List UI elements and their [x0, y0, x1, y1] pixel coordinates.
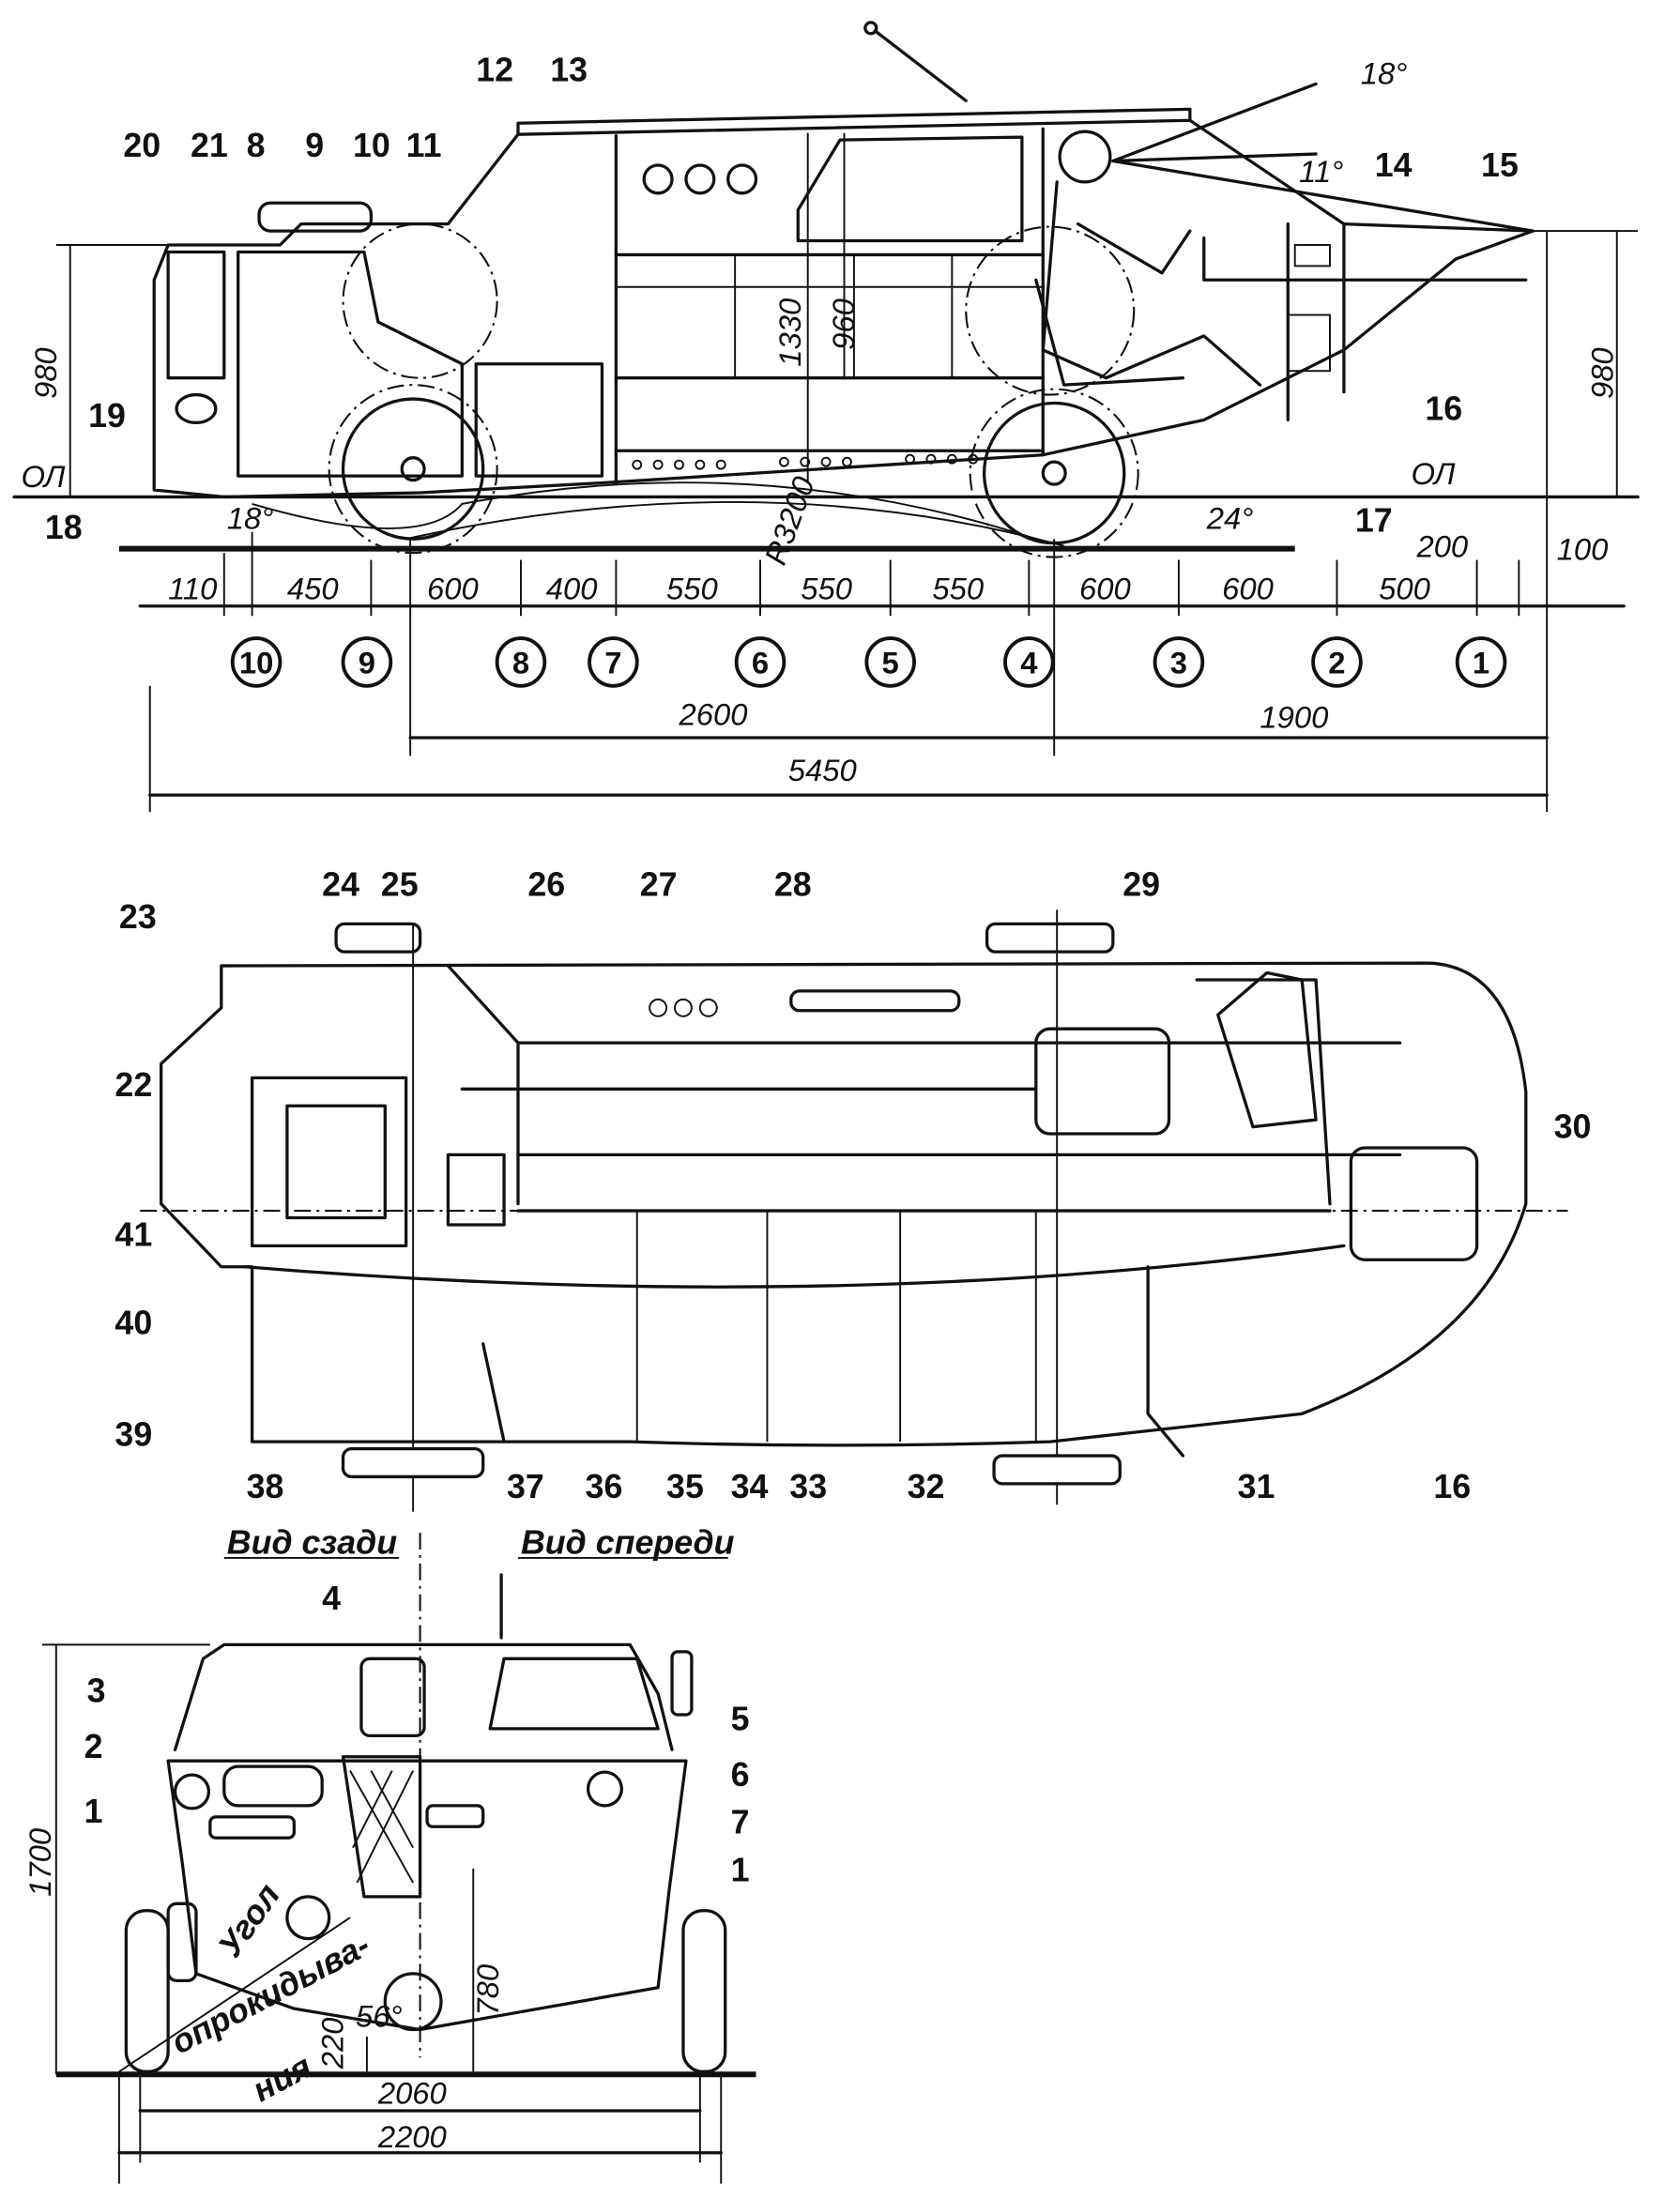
overall-width-dim: 2200: [377, 2119, 447, 2154]
tip-angle: 56°: [356, 1999, 403, 2034]
callout-38: 38: [247, 1468, 284, 1505]
callout-30: 30: [1554, 1108, 1592, 1146]
angle-windshield-mid: 11°: [1299, 154, 1343, 189]
callout-rear-3: 3: [87, 1672, 106, 1710]
callout-16: 16: [1425, 389, 1462, 427]
spacing-600: 600: [1222, 571, 1274, 605]
frame-numbers: 10 9 8 7 6 5 4 3 2 1 2600 1900 5450: [230, 636, 1507, 787]
frame-9: 9: [359, 645, 375, 680]
frame-2: 2: [1328, 645, 1345, 680]
tip-label-3: ния: [247, 2048, 318, 2110]
top-view-callouts: 23 24 25 26 27 28 29 22 41 40 39 30 38 3…: [115, 866, 1591, 1505]
height-right: 980: [1584, 347, 1619, 399]
callout-rear-2: 2: [84, 1728, 103, 1765]
offset-200: 200: [1415, 529, 1468, 564]
top-view: [140, 909, 1568, 1512]
callout-front-7: 7: [731, 1804, 750, 1841]
callout-36: 36: [586, 1468, 623, 1505]
callout-rear-1: 1: [84, 1793, 103, 1830]
callout-27: 27: [640, 866, 678, 904]
front-overhang-dim: 1900: [1260, 700, 1328, 735]
overall-length-dim: 5450: [788, 753, 857, 787]
frame-6: 6: [752, 645, 769, 680]
callout-12: 12: [476, 52, 513, 89]
ground-clearance-dim: 220: [315, 2018, 350, 2070]
callout-front-5: 5: [731, 1700, 750, 1737]
bottom-radius: R3200: [757, 472, 821, 569]
frame-3: 3: [1170, 645, 1187, 680]
spacing-600: 600: [1079, 571, 1131, 605]
callout-22: 22: [115, 1066, 152, 1104]
angle-front-approach: 24°: [1206, 501, 1254, 536]
front-view-title: Вид спереди: [521, 1523, 735, 1561]
callout-rear-4: 4: [322, 1580, 341, 1617]
angle-rear-departure: 18°: [227, 501, 274, 536]
overall-height-dim: 1700: [23, 1828, 57, 1897]
wheelbase-dim: 2600: [678, 697, 747, 732]
spacing-600: 600: [427, 571, 479, 605]
callout-16: 16: [1433, 1468, 1471, 1505]
tip-label-1: Угол: [210, 1877, 287, 1964]
callout-32: 32: [908, 1468, 945, 1505]
callout-front-6: 6: [731, 1756, 750, 1794]
callout-35: 35: [666, 1468, 704, 1505]
hull-height-dim: 780: [470, 1964, 505, 2016]
frame-7: 7: [604, 645, 621, 680]
callout-28: 28: [774, 866, 812, 904]
callout-15: 15: [1481, 146, 1519, 184]
end-views: [41, 1533, 756, 2184]
callout-8: 8: [247, 127, 266, 164]
angle-windshield-top: 18°: [1361, 55, 1408, 90]
spacing-450: 450: [287, 571, 339, 605]
spacing-550: 550: [666, 571, 718, 605]
track-dim: 2060: [377, 2076, 447, 2111]
callout-13: 13: [550, 52, 588, 89]
end-view-labels: Вид сзади Вид спереди 4 3 2 1 5 6 7 1 17…: [23, 1523, 750, 2153]
callout-33: 33: [789, 1468, 827, 1505]
callout-37: 37: [507, 1468, 544, 1505]
callout-26: 26: [527, 866, 565, 904]
callout-14: 14: [1375, 146, 1413, 184]
frame-8: 8: [512, 645, 529, 680]
callout-19: 19: [88, 397, 126, 435]
spacing-550: 550: [801, 571, 852, 605]
spacing-400: 400: [546, 571, 598, 605]
height-left: 980: [28, 347, 63, 399]
callout-18: 18: [45, 509, 83, 546]
frame-5: 5: [882, 645, 899, 680]
frame-10: 10: [239, 645, 273, 680]
callout-24: 24: [322, 866, 359, 904]
callout-31: 31: [1238, 1468, 1275, 1505]
callout-25: 25: [381, 866, 419, 904]
callout-40: 40: [115, 1304, 152, 1341]
callout-10: 10: [353, 127, 390, 164]
callout-11: 11: [406, 127, 442, 164]
callout-20: 20: [123, 127, 160, 164]
offset-100: 100: [1557, 532, 1609, 567]
callout-front-1: 1: [731, 1851, 750, 1888]
callout-29: 29: [1123, 866, 1160, 904]
callout-23: 23: [119, 898, 157, 936]
spacing-110: 110: [168, 571, 217, 605]
callout-41: 41: [115, 1215, 152, 1253]
spacing-500: 500: [1379, 571, 1430, 605]
callout-17: 17: [1355, 502, 1393, 540]
side-view: [12, 21, 1640, 813]
frame-1: 1: [1473, 645, 1489, 680]
callout-39: 39: [115, 1416, 152, 1454]
callout-21: 21: [191, 127, 228, 164]
spacing-550: 550: [932, 571, 984, 605]
cabin-height: 1330: [772, 298, 807, 367]
callout-34: 34: [731, 1468, 769, 1505]
waterline-label-left: ОЛ: [22, 459, 66, 494]
frame-4: 4: [1020, 645, 1038, 680]
rear-view-title: Вид сзади: [227, 1523, 397, 1561]
seat-height: 960: [826, 298, 861, 350]
waterline-label-right: ОЛ: [1411, 456, 1455, 491]
callout-9: 9: [305, 127, 324, 164]
side-view-callouts: 20 21 8 9 10 11 12 13 14 15 16 17 18 19 …: [22, 52, 1620, 606]
